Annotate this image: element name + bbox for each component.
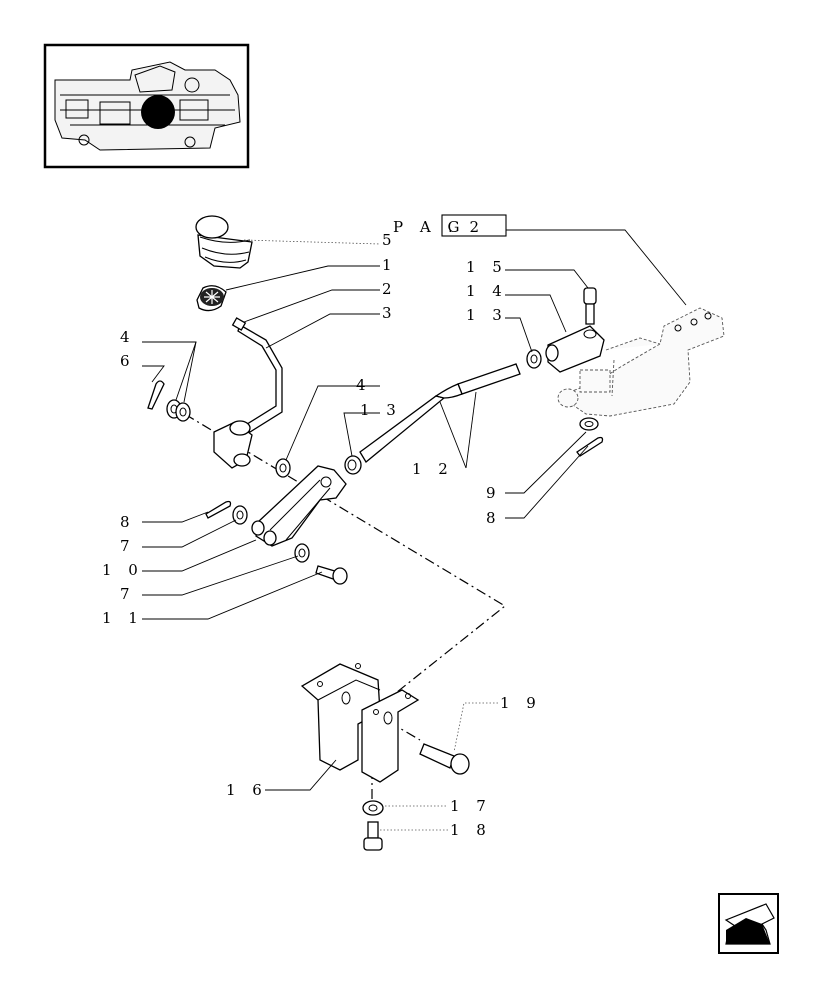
part-14-clevis[interactable] xyxy=(545,325,605,373)
callout-2: 2 xyxy=(382,280,398,298)
callout-labels: 5 1 2 3 1 5 1 4 1 3 4 6 4 1 3 1 2 9 8 8 … xyxy=(102,231,542,839)
part-12-rod[interactable] xyxy=(359,363,521,463)
part-17-washer[interactable] xyxy=(362,800,384,816)
back-arrow-icon[interactable] xyxy=(718,893,779,954)
callout-17: 1 7 xyxy=(450,797,492,815)
part-5-rubber-boot[interactable] xyxy=(195,215,253,269)
tractor-locator-icon xyxy=(54,61,241,151)
leader-lines xyxy=(142,239,589,831)
part-15-pin[interactable] xyxy=(583,287,597,325)
callout-18: 1 8 xyxy=(450,821,492,839)
callout-10: 1 0 xyxy=(102,561,144,579)
part-6-split-pin[interactable] xyxy=(147,380,165,410)
callout-16: 1 6 xyxy=(226,781,268,799)
part-4-washers[interactable] xyxy=(166,399,191,422)
part-16-support-bracket[interactable] xyxy=(300,663,420,783)
part-13-bush-mid[interactable] xyxy=(344,455,362,475)
callout-13a: 1 3 xyxy=(466,306,508,324)
part-18-screw[interactable] xyxy=(363,821,383,851)
callout-11: 1 1 xyxy=(102,609,144,627)
callout-1: 1 xyxy=(382,256,398,274)
callout-9: 9 xyxy=(486,484,502,502)
part-7-washer-right[interactable] xyxy=(294,543,310,563)
part-8-split-pin-left[interactable] xyxy=(205,500,232,519)
callout-6: 6 xyxy=(120,352,136,370)
callout-4b: 4 xyxy=(356,376,372,394)
part-9-washer-right[interactable] xyxy=(579,417,599,431)
callout-7b: 7 xyxy=(120,585,136,603)
callout-12: 1 2 xyxy=(412,460,454,478)
page-reference[interactable]: P A G . 2 xyxy=(393,214,687,306)
callout-3: 3 xyxy=(382,304,398,322)
callout-14: 1 4 xyxy=(466,282,508,300)
part-11-bolt[interactable] xyxy=(315,565,348,585)
callout-7a: 7 xyxy=(120,537,136,555)
part-4-washer-mid[interactable] xyxy=(275,458,291,478)
locator-thumbnail[interactable] xyxy=(43,43,250,169)
callout-8b: 8 xyxy=(486,509,502,527)
page-ref-value: . 2 xyxy=(448,218,485,236)
callout-19: 1 9 xyxy=(500,694,542,712)
part-13-bush-right[interactable] xyxy=(526,349,542,369)
callout-5: 5 xyxy=(382,231,398,249)
part-10-bracket[interactable] xyxy=(251,465,347,547)
callout-15: 1 5 xyxy=(466,258,508,276)
part-1-knob[interactable] xyxy=(196,285,227,312)
page-ref-prefix: P A G xyxy=(393,218,465,236)
callout-4a: 4 xyxy=(120,328,136,346)
part-8-split-pin-right[interactable] xyxy=(576,436,604,457)
part-19-bolt[interactable] xyxy=(419,743,470,775)
callout-8a: 8 xyxy=(120,513,136,531)
part-3-lever[interactable] xyxy=(213,317,283,469)
gearbox-housing-ghost xyxy=(557,307,725,417)
callout-13b: 1 3 xyxy=(360,401,402,419)
part-7-washer-left[interactable] xyxy=(232,505,248,525)
